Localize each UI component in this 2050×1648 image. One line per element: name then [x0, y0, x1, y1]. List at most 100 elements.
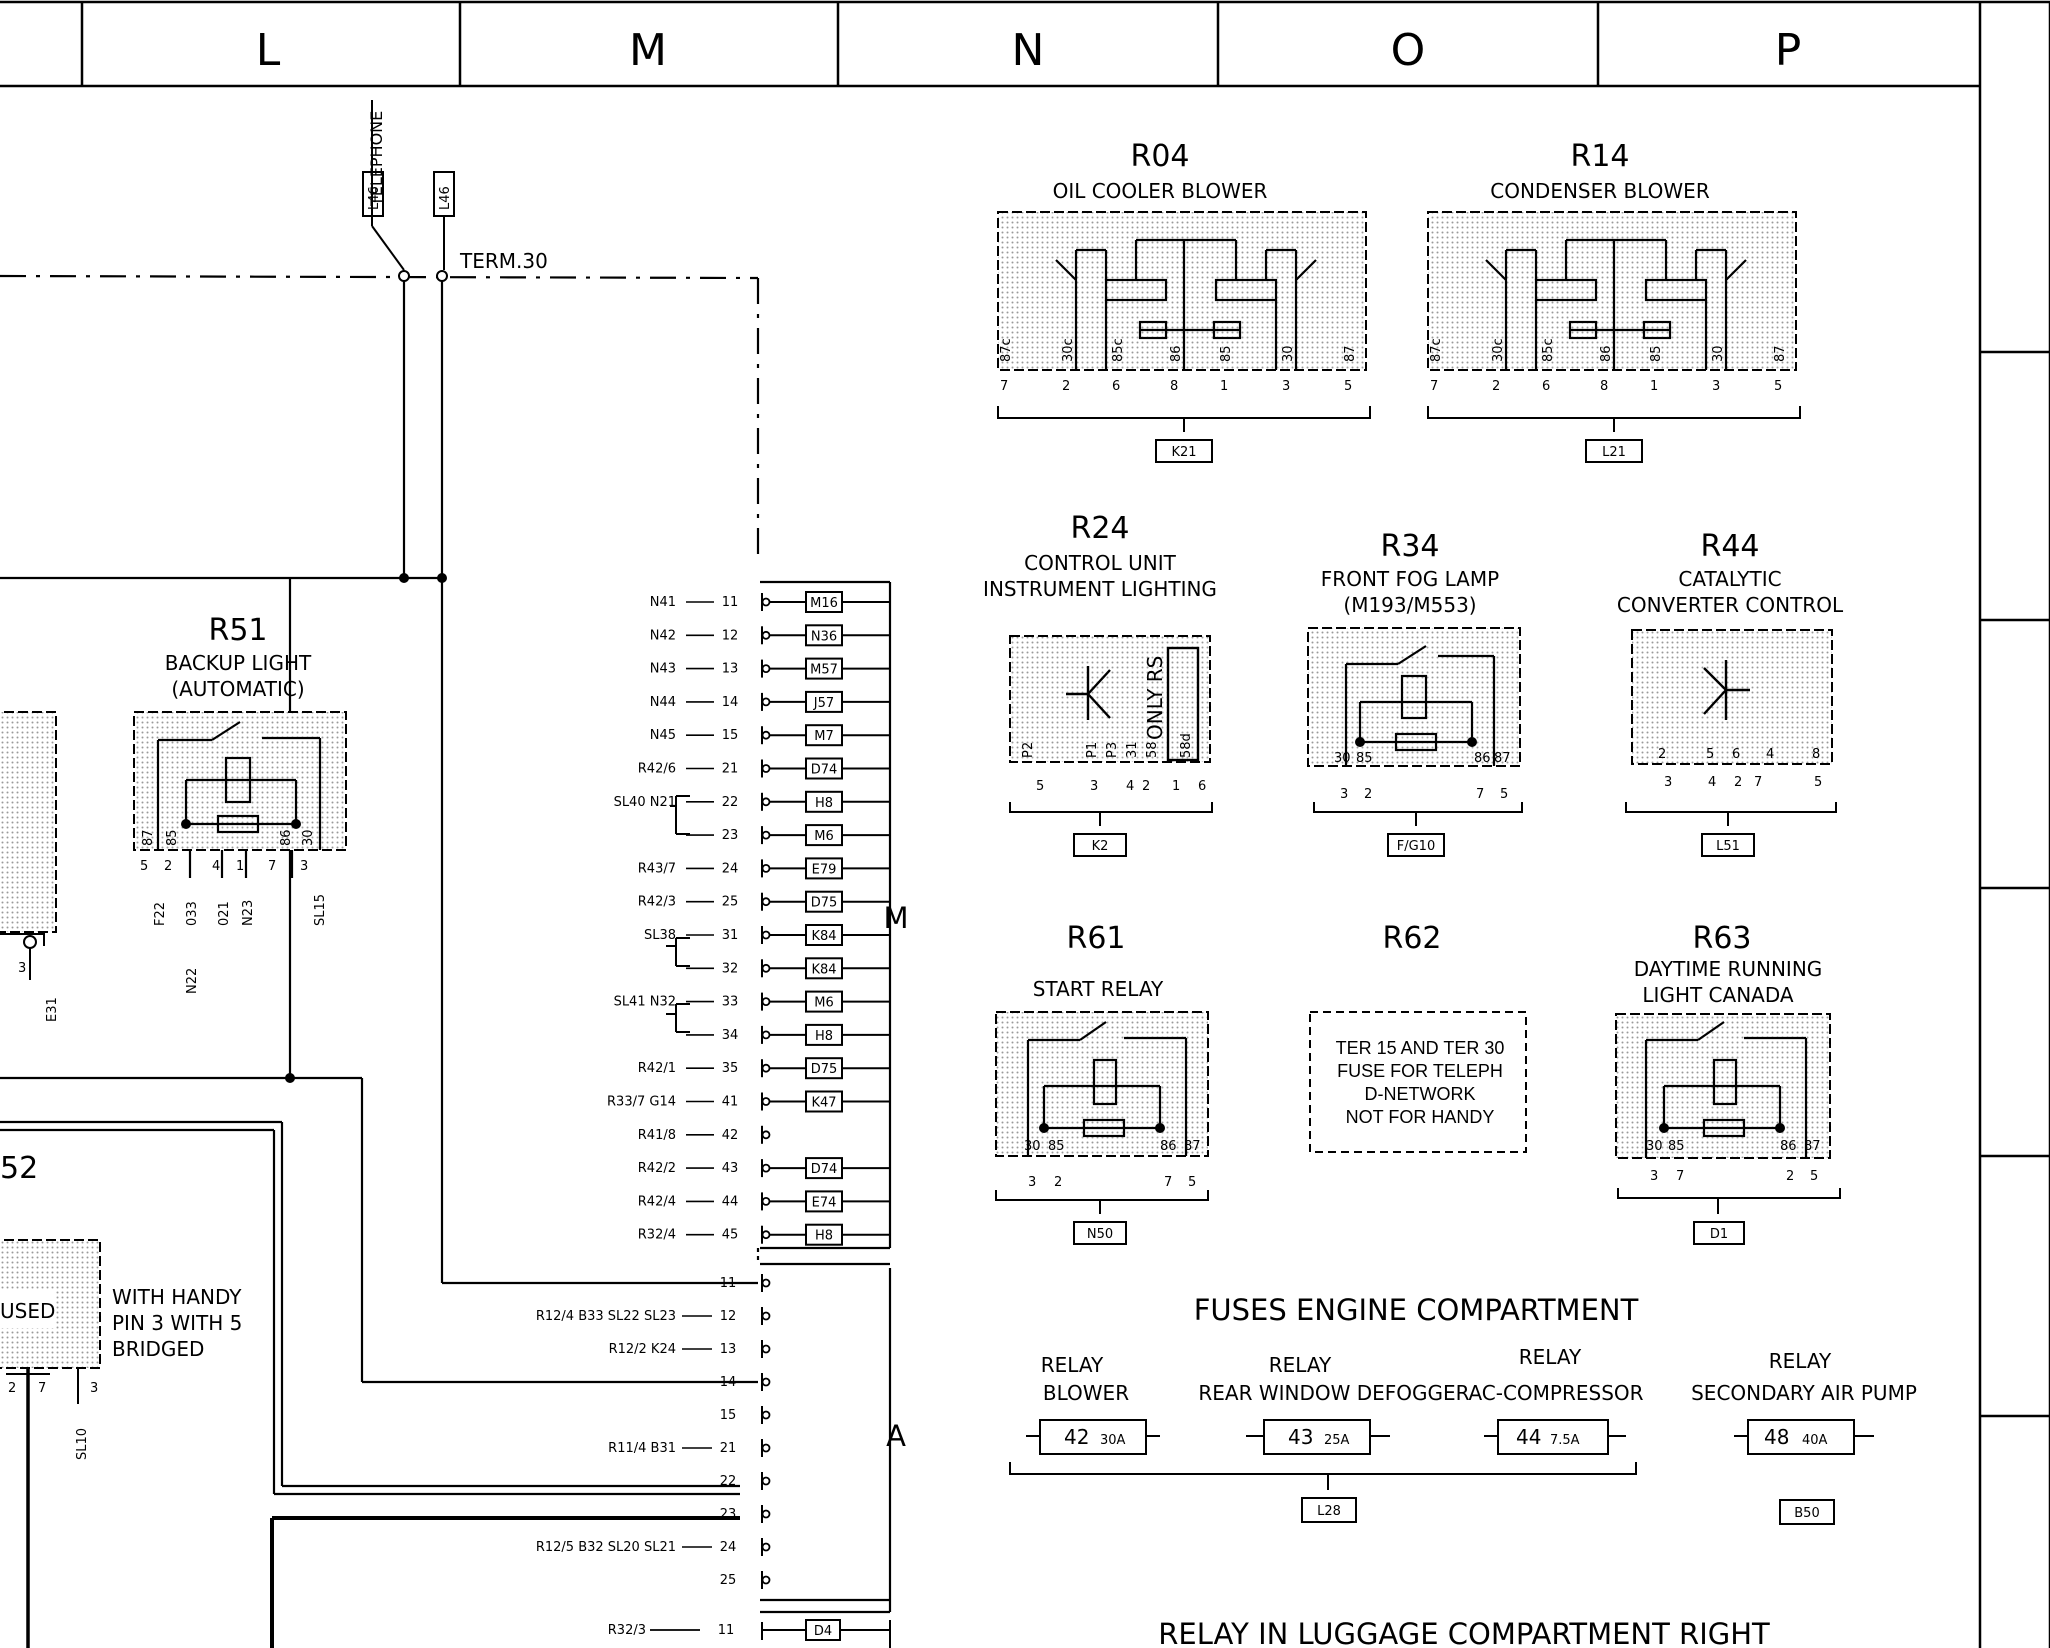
- pin-number: 24: [720, 1540, 737, 1555]
- wire-label: R42/3: [638, 895, 676, 910]
- fuse-label: AC-COMPRESSOR: [1468, 1381, 1643, 1405]
- connector-row: 23: [720, 1505, 771, 1523]
- pin-number: 3: [1090, 779, 1098, 794]
- connector-row: 11: [720, 1274, 771, 1292]
- pin-number: 4: [1708, 775, 1716, 790]
- pin-number: 2: [164, 859, 172, 874]
- fuse-amps: 25A: [1324, 1433, 1350, 1448]
- connector-m-label: M: [883, 901, 908, 935]
- relay-location-tag: F/G10: [1397, 839, 1435, 854]
- pin-number: 31: [722, 928, 739, 943]
- pin-label: 30: [1281, 345, 1296, 362]
- pin-label: 86: [1169, 345, 1184, 362]
- relay-id: R51: [208, 613, 267, 648]
- relay-r24: R24 CONTROL UNIT INSTRUMENT LIGHTING P2 …: [983, 511, 1217, 857]
- pin-number: 43: [722, 1161, 739, 1176]
- wire-label: R42/1: [638, 1061, 676, 1076]
- location-tag: E79: [812, 862, 837, 877]
- pin-label: 87c: [999, 338, 1014, 362]
- relay-note-line: FUSE FOR TELEPH: [1337, 1061, 1503, 1081]
- pin-label: 86: [1780, 1139, 1797, 1154]
- pin-number: 15: [720, 1408, 737, 1423]
- pin-number: 7: [1676, 1169, 1684, 1184]
- pin-label: 6: [1732, 747, 1740, 762]
- pin-number: 23: [722, 828, 739, 843]
- pin-label: 87: [1494, 751, 1511, 766]
- relay-id: R34: [1380, 529, 1439, 564]
- term30-label: TERM.30: [459, 249, 548, 273]
- wire-label: R32/4: [638, 1228, 676, 1243]
- location-tag: D4: [814, 1624, 832, 1639]
- pin-number: 13: [722, 662, 739, 677]
- pin-label: 5: [1706, 747, 1714, 762]
- relay-location-tag: D1: [1710, 1227, 1728, 1242]
- location-tag: M7: [814, 729, 834, 744]
- relay-title: CONDENSER BLOWER: [1490, 179, 1710, 203]
- relay-r44: R44 CATALYTIC CONVERTER CONTROL 2 5 6 4 …: [1617, 529, 1844, 857]
- pin-label: P2: [1021, 742, 1036, 758]
- pin-label: 85: [165, 829, 180, 846]
- pin-number: 33: [722, 995, 739, 1010]
- wire-label: R11/4 B31: [608, 1441, 676, 1456]
- pin-label: 87: [1184, 1139, 1201, 1154]
- relay-note-line: TER 15 AND TER 30: [1336, 1038, 1505, 1058]
- pin-label: 30: [1646, 1139, 1663, 1154]
- pin-number: 1: [1220, 379, 1228, 394]
- pin-number: 1: [236, 859, 244, 874]
- fuse-label: RELAY: [1769, 1349, 1832, 1373]
- pin-label: 85: [1649, 345, 1664, 362]
- relay-title: CATALYTIC: [1678, 567, 1781, 591]
- location-tag: H8: [815, 1029, 833, 1044]
- fuse-number: 43: [1288, 1425, 1313, 1449]
- wire-label: R12/2 K24: [609, 1342, 676, 1357]
- pin-number: 2: [1142, 779, 1150, 794]
- fuse-42: RELAY BLOWER 42 30A: [1026, 1353, 1160, 1455]
- column-label-N: N: [1012, 25, 1045, 76]
- fuse-label: RELAY: [1519, 1345, 1582, 1369]
- pin-label: 87: [1773, 345, 1788, 362]
- connector-m-frame: [756, 580, 892, 1614]
- wire-label: SL40 N21: [614, 795, 676, 810]
- location-tag: H8: [815, 1229, 833, 1244]
- relay-title: INSTRUMENT LIGHTING: [983, 577, 1217, 601]
- fuse-label: RELAY: [1269, 1353, 1332, 1377]
- pin-label: 87: [1343, 345, 1358, 362]
- pin-number: 7: [1476, 787, 1484, 802]
- fuse-label: SECONDARY AIR PUMP: [1691, 1381, 1917, 1405]
- pin-label: 2: [1658, 747, 1666, 762]
- wire-label: R43/7: [638, 861, 676, 876]
- pin-label: 86: [1599, 345, 1614, 362]
- pin-number: 6: [1112, 379, 1120, 394]
- pin-number: 3: [1028, 1175, 1036, 1190]
- relay-location-tag: K2: [1092, 839, 1109, 854]
- pin-number: 6: [1198, 779, 1206, 794]
- pin-label: 85: [1048, 1139, 1065, 1154]
- pin-number: 44: [722, 1194, 739, 1209]
- fuse-number: 48: [1764, 1425, 1789, 1449]
- pin-label: 8: [1812, 747, 1820, 762]
- pin-number: 25: [722, 895, 739, 910]
- relay-id: R14: [1570, 139, 1629, 174]
- fuses-engine-compartment: FUSES ENGINE COMPARTMENT RELAY BLOWER 42…: [1009, 1293, 1917, 1525]
- connector-row: 15: [720, 1406, 771, 1424]
- relay-id: R04: [1130, 139, 1189, 174]
- relay-id: R62: [1382, 921, 1441, 956]
- fuse-number: 42: [1064, 1425, 1089, 1449]
- pin-number: 7: [38, 1381, 46, 1396]
- pin-label: P1: [1085, 742, 1100, 758]
- pin-label: 87c: [1429, 338, 1444, 362]
- wire-label: SL10: [75, 1428, 90, 1460]
- connector-row: 25: [720, 1571, 771, 1589]
- pin-label: 86: [279, 829, 294, 846]
- relay-title: (AUTOMATIC): [171, 677, 304, 701]
